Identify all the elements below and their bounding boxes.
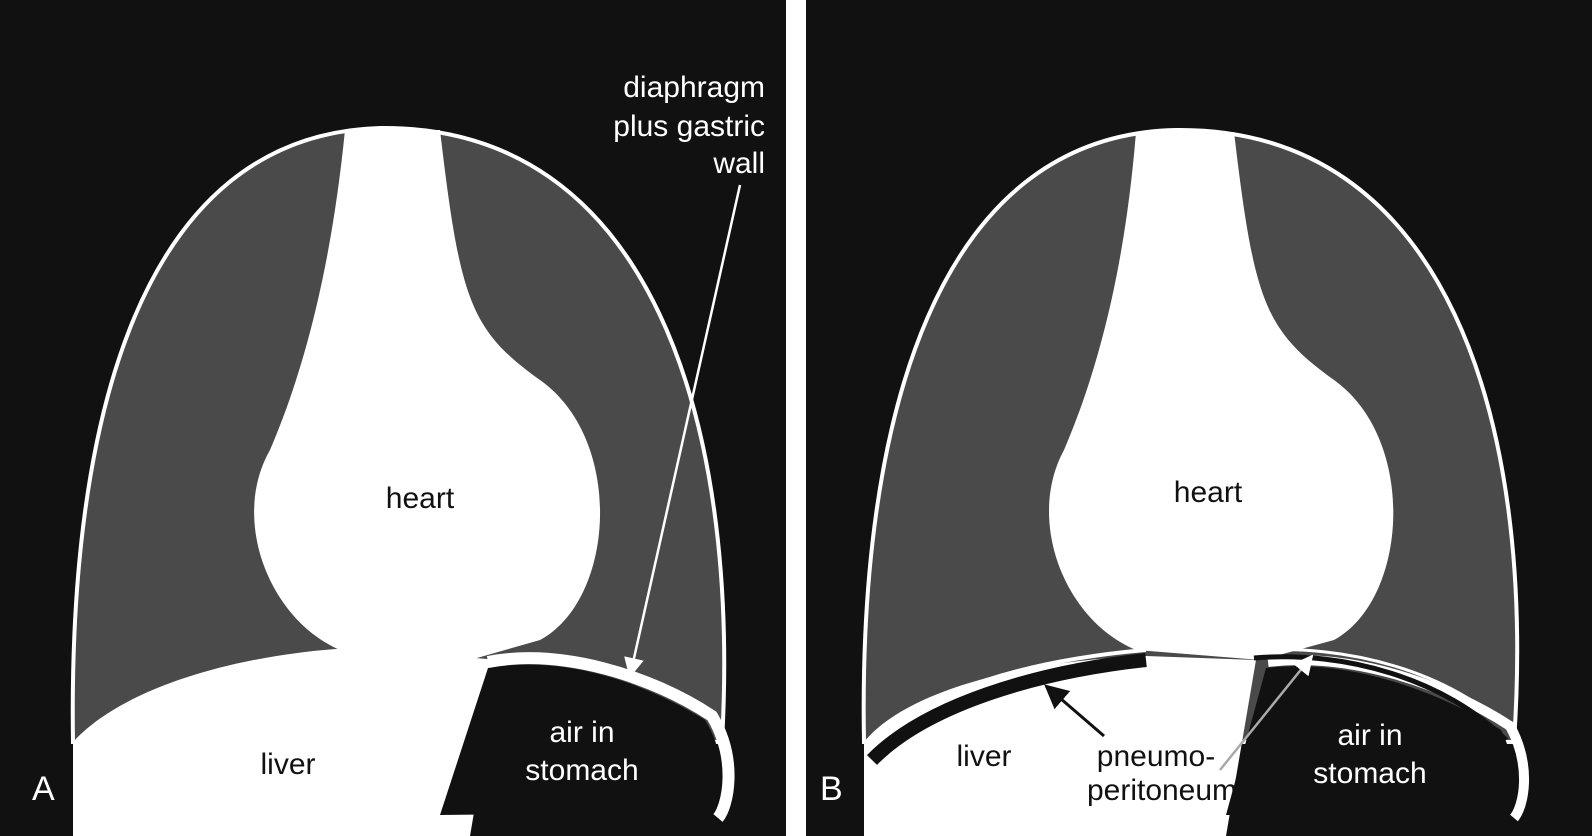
- stomach-label-line1: air in: [549, 716, 614, 749]
- panel-b: heart liver pneumo- peritoneum air in st…: [806, 0, 1592, 836]
- stomach-label-line2: stomach: [1313, 757, 1426, 790]
- diaphragm-label-line2: plus gastric: [613, 110, 765, 143]
- panel-b-diagram: heart liver pneumo- peritoneum air in st…: [806, 0, 1592, 836]
- pneumo-label-line1: pneumo-: [1097, 740, 1215, 773]
- stomach-label-line2: stomach: [525, 754, 638, 787]
- panel-letter: B: [820, 770, 843, 808]
- heart-label: heart: [1174, 476, 1243, 509]
- diaphragm-label-line3: wall: [712, 147, 765, 180]
- stomach-label-line1: air in: [1337, 719, 1402, 752]
- heart-label: heart: [386, 482, 455, 515]
- pneumo-label-line2: peritoneum: [1087, 774, 1237, 807]
- panel-letter: A: [32, 770, 55, 808]
- panel-a: heart liver air in stomach diaphragm plu…: [0, 0, 786, 836]
- liver-label: liver: [956, 740, 1011, 773]
- panel-a-diagram: heart liver air in stomach diaphragm plu…: [0, 0, 786, 836]
- liver-label: liver: [260, 748, 315, 781]
- diaphragm-label-line1: diaphragm: [623, 71, 765, 104]
